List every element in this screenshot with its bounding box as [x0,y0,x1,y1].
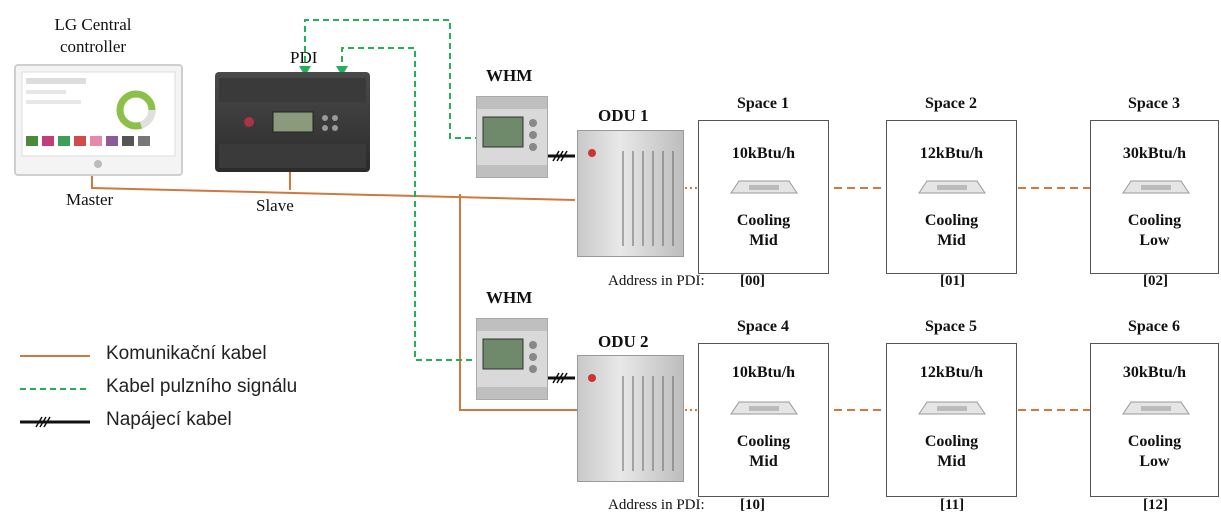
space-title: Space 1 [737,95,789,112]
space-box-5: 12kBtu/h Cooling Mid [886,343,1017,497]
space-box-6: 30kBtu/h Cooling Low [1090,343,1219,497]
indoor-cassette-icon [918,180,986,194]
odu2-label: ODU 2 [598,332,649,351]
indoor-cassette-icon [730,401,798,415]
pdi-label: PDI [290,48,318,67]
indoor-cassette-icon [1122,180,1190,194]
space-capacity: 12kBtu/h [919,364,984,381]
whm-meter-icon [477,319,547,399]
space-capacity: 10kBtu/h [731,364,796,381]
indoor-cassette-icon [918,401,986,415]
odu2-address-prefix: Address in PDI: [608,497,705,513]
indoor-cassette-icon [1122,401,1190,415]
space-title: Space 3 [1128,95,1180,112]
odu1-device [577,130,684,257]
whm1-device [476,96,548,178]
outdoor-unit-icon [588,374,674,471]
outdoor-unit-icon [588,149,674,246]
legend-pulse: Kabel pulzního signálu [106,376,298,397]
space-address: [01] [940,273,965,289]
odu2-device [577,355,684,482]
space-mode: Cooling [736,433,791,450]
central-controller-device [14,64,183,176]
whm2-device [476,318,548,400]
space-mode: Cooling [1127,433,1182,450]
space-address: [00] [740,273,765,289]
space-box-4: 10kBtu/h Cooling Mid [698,343,829,497]
master-label: Master [66,190,114,209]
space-address: [11] [940,497,965,513]
legend-communication: Komunikační kabel [106,343,267,364]
power-cable [545,154,575,380]
space-address: [02] [1143,273,1168,289]
space-box-3: 30kBtu/h Cooling Low [1090,120,1219,274]
space-fan: Mid [749,453,778,470]
space-fan: Mid [937,232,966,249]
pulse-arrow-1 [299,66,311,76]
space-title: Space 5 [925,318,977,335]
pulse-signal-cable [304,19,480,361]
space-fan: Mid [937,453,966,470]
odu1-label: ODU 1 [598,106,649,125]
space-fan: Mid [749,232,778,249]
space-fan: Low [1139,453,1170,470]
slave-label: Slave [256,196,294,215]
space-capacity: 30kBtu/h [1122,364,1187,381]
whm1-label: WHM [486,66,533,85]
space-capacity: 12kBtu/h [919,145,984,162]
legend-power: Napájecí kabel [106,409,232,430]
pulse-arrow-2 [336,66,348,76]
space-box-2: 12kBtu/h Cooling Mid [886,120,1017,274]
space-mode: Cooling [1127,212,1182,229]
space-address: [12] [1143,497,1168,513]
pdi-device [215,72,370,172]
space-capacity: 10kBtu/h [731,145,796,162]
space-mode: Cooling [924,212,979,229]
space-title: Space 2 [925,95,977,112]
space-title: Space 4 [737,318,789,335]
indoor-cassette-icon [730,180,798,194]
pdi-panel-icon [219,78,366,168]
space-mode: Cooling [736,212,791,229]
space-title: Space 6 [1128,318,1180,335]
controller-screen-icon [21,71,176,168]
space-address: [10] [740,497,765,513]
whm-meter-icon [477,97,547,177]
space-mode: Cooling [924,433,979,450]
space-box-1: 10kBtu/h Cooling Mid [698,120,829,274]
odu1-address-prefix: Address in PDI: [608,273,705,289]
controller-title: LG Central controller [54,15,132,56]
space-capacity: 30kBtu/h [1122,145,1187,162]
space-fan: Low [1139,232,1170,249]
whm2-label: WHM [486,288,533,307]
